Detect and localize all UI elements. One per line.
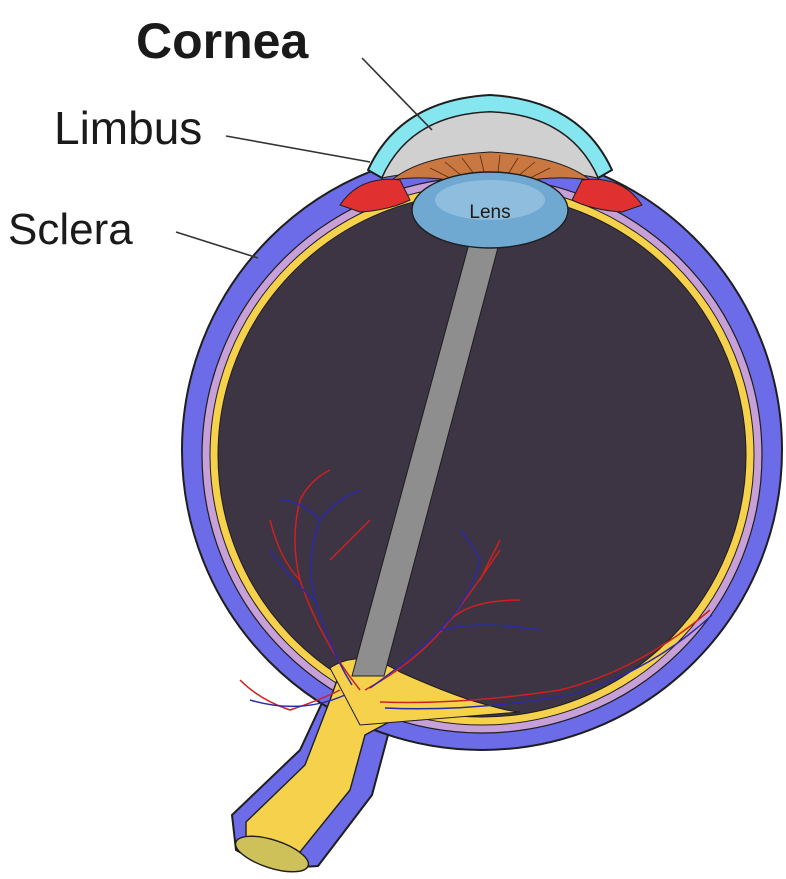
sclera-label: Sclera xyxy=(8,205,133,254)
sclera-leader xyxy=(176,232,258,258)
lens-label: Lens xyxy=(469,202,510,223)
cornea-label: Cornea xyxy=(136,13,309,69)
cornea-leader xyxy=(362,58,432,130)
limbus-label: Limbus xyxy=(54,102,202,154)
limbus-leader xyxy=(226,136,370,162)
